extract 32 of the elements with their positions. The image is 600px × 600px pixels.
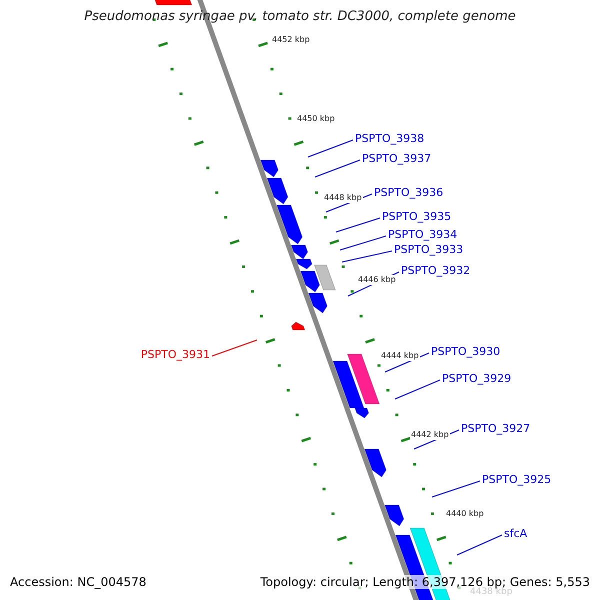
diagram-title: Pseudomonas syringae pv. tomato str. DC3000, complete genome (83, 10, 517, 24)
tick-label: 4444 kbp (380, 351, 420, 361)
tick-label: 4442 kbp (410, 430, 450, 440)
gene-label: PSPTO_3933 (394, 243, 464, 257)
tick-label: 4452 kbp (271, 35, 311, 45)
leader-line (314, 160, 360, 178)
tick-label: 4450 kbp (296, 114, 336, 124)
gene-label: PSPTO_3936 (374, 186, 444, 200)
leader-line (336, 218, 380, 232)
genome-summary: Topology: circular; Length: 6,397,126 bp; Genes: 5,553 (260, 575, 590, 589)
leader-line (432, 480, 480, 498)
gene-label: PSPTO_3931 (140, 348, 210, 362)
gene-label: PSPTO_3925 (482, 473, 552, 487)
leader-line (308, 140, 354, 158)
accession-note: Accession: NC_004578 (10, 575, 146, 589)
tick-label: 4446 kbp (357, 275, 397, 285)
leader-line (456, 534, 502, 556)
tick-label: 4440 kbp (445, 509, 485, 519)
gene-label: PSPTO_3934 (388, 228, 458, 242)
leader-line (342, 250, 392, 262)
gene-label: PSPTO_3929 (442, 372, 512, 386)
gene-label: PSPTO_3937 (362, 152, 432, 166)
gene-label: PSPTO_3932 (401, 264, 470, 278)
leader-line (340, 236, 386, 250)
gene-label: PSPTO_3927 (461, 422, 530, 436)
gene-label: PSPTO_3930 (431, 345, 500, 359)
gene-label: sfcA (504, 527, 528, 541)
gene-label: PSPTO_3935 (382, 210, 452, 224)
leader-line (212, 340, 258, 356)
leader-line (394, 380, 440, 400)
gene-label: PSPTO_3938 (355, 132, 424, 146)
tick-label: 4448 kbp (323, 193, 363, 203)
